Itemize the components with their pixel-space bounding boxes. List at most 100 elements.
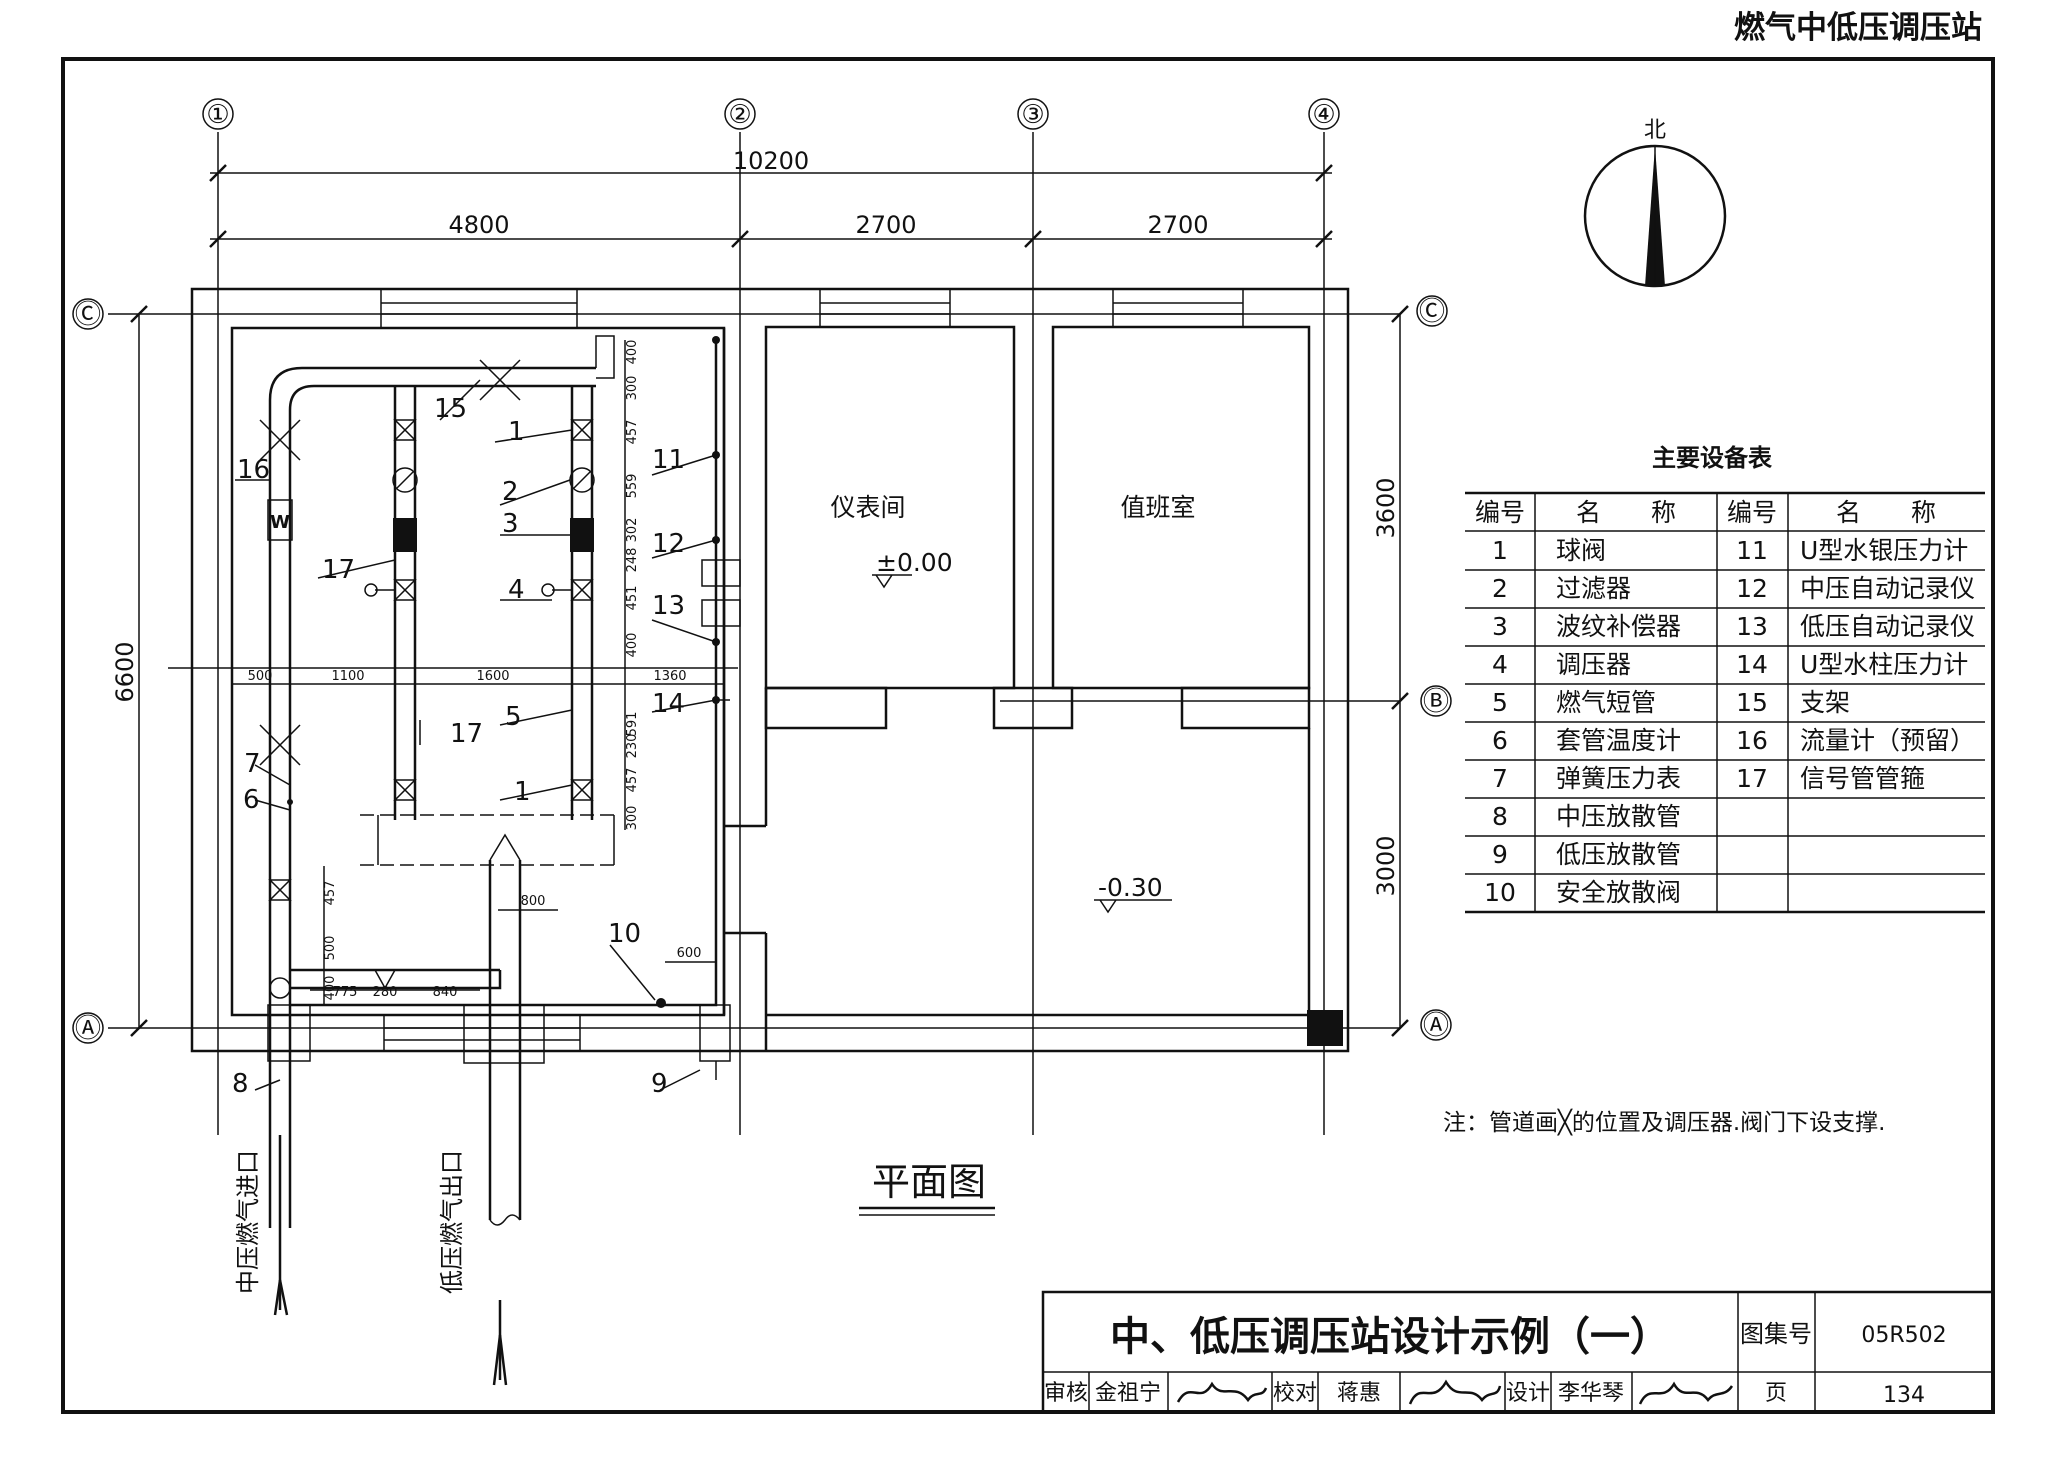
- table-cell: 波纹补偿器: [1556, 612, 1681, 641]
- sdim-800: 800: [521, 894, 546, 909]
- dim-bay2: 2700: [855, 211, 916, 239]
- callout-13: 13: [652, 591, 685, 621]
- callout-15: 15: [434, 394, 467, 424]
- sdim-1600: 1600: [476, 669, 509, 684]
- axis-a-left: Ⓐ: [75, 1014, 101, 1044]
- reviewer-signature: [1176, 1381, 1268, 1403]
- flowmeter-mark: W: [270, 512, 290, 533]
- column-block: [1307, 1010, 1343, 1046]
- vdim-8: 591: [625, 712, 640, 737]
- level-mark-upper: [872, 574, 912, 589]
- axis-b-right: Ⓑ: [1423, 687, 1449, 717]
- table-cell: 过滤器: [1556, 574, 1631, 603]
- table-cell: 1: [1492, 536, 1508, 565]
- vdim-12: 457: [323, 881, 338, 906]
- vdim-14: 400: [323, 976, 338, 1001]
- table-cell: 8: [1492, 802, 1508, 831]
- sdim-840: 840: [433, 985, 458, 1000]
- vdim-1: 300: [625, 376, 640, 401]
- callout-11: 11: [652, 445, 685, 475]
- small-dimension-lines: [168, 340, 738, 1005]
- callout-4: 4: [508, 575, 525, 605]
- vdim-11: 300: [625, 806, 640, 831]
- vdim-3: 559: [625, 474, 640, 499]
- callout-9: 9: [651, 1069, 668, 1099]
- vdim-7: 400: [625, 633, 640, 658]
- axis-4-label: ④: [1312, 100, 1335, 130]
- axis-bubbles: ① ② ③ ④ Ⓒ Ⓒ Ⓑ Ⓐ Ⓐ: [72, 98, 1452, 1044]
- sdim-280: 280: [373, 985, 398, 1000]
- sdim-775: 775: [333, 985, 358, 1000]
- svg-text:编号: 编号: [1727, 498, 1777, 527]
- table-cell: 6: [1492, 726, 1508, 755]
- table-cell: 10: [1484, 878, 1516, 907]
- check-label: 校对: [1273, 1381, 1317, 1406]
- fittings: [259, 359, 595, 999]
- vdim-6: 451: [625, 586, 640, 611]
- equipment-table-title: 主要设备表: [1652, 444, 1773, 472]
- callout-leaders: [235, 379, 717, 1091]
- inlet-label: 中压燃气进口: [234, 1150, 262, 1294]
- vdim-9: 230: [625, 734, 640, 759]
- dimension-lines: [130, 164, 1409, 1037]
- axis-grid: [108, 132, 1400, 1135]
- callout-17b: 17: [450, 719, 483, 749]
- callout-2: 2: [502, 477, 519, 507]
- callout-5: 5: [505, 702, 522, 732]
- table-cell: U型水柱压力计: [1800, 650, 1968, 679]
- title-block-title: 中、低压调压站设计示例（一）: [1110, 1314, 1670, 1360]
- callout-1b: 1: [514, 777, 531, 807]
- review-label: 审核: [1044, 1381, 1088, 1406]
- vdim-13: 500: [323, 936, 338, 961]
- table-cell: 中压自动记录仪: [1800, 574, 1975, 603]
- sdim-1100: 1100: [331, 669, 364, 684]
- callout-1a: 1: [508, 417, 525, 447]
- axis-c-left: Ⓒ: [75, 300, 101, 330]
- svg-text:名 称: 名 称: [1836, 498, 1936, 527]
- piping: [267, 335, 741, 1386]
- table-cell: 安全放散阀: [1556, 878, 1681, 907]
- building-walls: [190, 287, 1350, 1053]
- table-cell: 14: [1736, 650, 1768, 679]
- table-cell: 17: [1736, 764, 1768, 793]
- table-cell: 12: [1736, 574, 1768, 603]
- windows: [380, 288, 1244, 1052]
- table-cell: 套管温度计: [1556, 726, 1681, 755]
- axis-2-label: ②: [728, 100, 751, 130]
- axis-1-label: ①: [206, 100, 229, 130]
- callout-numbers: 1 2 3 4 5 6 7 8 9 10 11 12 13 14 15 16 1…: [232, 394, 685, 1099]
- dim-height-lower: 3000: [1372, 835, 1400, 896]
- table-cell: 13: [1736, 612, 1768, 641]
- table-cell: 流量计（预留）: [1800, 726, 1975, 755]
- vdim-2: 457: [625, 420, 640, 445]
- table-cell: 弹簧压力表: [1556, 764, 1681, 793]
- north-compass: [1583, 144, 1727, 288]
- equipment-table-rows: 1 球阀 11 U型水银压力计 2 过滤器 12 中压自动记录仪 3 波纹补偿器…: [1484, 536, 1975, 907]
- checker-signature: [1408, 1379, 1502, 1405]
- checker-name: 蒋惠: [1337, 1381, 1381, 1406]
- callout-14: 14: [652, 689, 685, 719]
- table-cell: 7: [1492, 764, 1508, 793]
- sdim-500: 500: [248, 669, 273, 684]
- level-upper: ±0.00: [876, 548, 953, 577]
- table-cell: U型水银压力计: [1800, 536, 1968, 565]
- table-cell: 低压放散管: [1556, 840, 1681, 869]
- callout-10: 10: [608, 919, 641, 949]
- vdim-10: 457: [625, 768, 640, 793]
- callout-3: 3: [502, 509, 519, 539]
- sdim-600: 600: [677, 946, 702, 961]
- atlas-label: 图集号: [1740, 1320, 1812, 1348]
- table-cell: 9: [1492, 840, 1508, 869]
- callout-16: 16: [237, 455, 270, 485]
- table-cell: 支架: [1800, 688, 1850, 717]
- table-cell: 信号管管箍: [1800, 764, 1925, 793]
- level-mark-lower: [1094, 899, 1172, 914]
- vdim-4: 302: [625, 518, 640, 543]
- table-cell: 5: [1492, 688, 1508, 717]
- page-number: 134: [1883, 1383, 1925, 1408]
- table-cell: 16: [1736, 726, 1768, 755]
- table-cell: 调压器: [1556, 650, 1631, 679]
- north-label: 北: [1644, 118, 1666, 143]
- sdim-1360: 1360: [653, 669, 686, 684]
